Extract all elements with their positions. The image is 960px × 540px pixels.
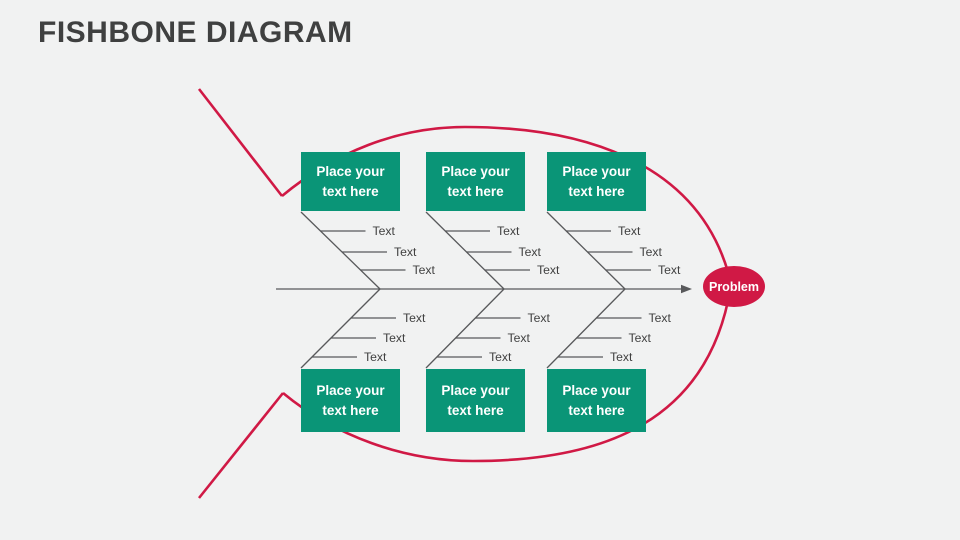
diagonal-top-2	[425, 211, 505, 290]
rib-label: Text	[649, 311, 672, 325]
rib-label: Text	[640, 245, 663, 259]
fish-tail-top-line	[197, 88, 284, 197]
problem-node: Problem	[703, 266, 765, 307]
rib-label: Text	[413, 263, 436, 277]
rib-label: Text	[519, 245, 542, 259]
fish-body-bottom-curve	[282, 300, 730, 463]
category-box-label: Place your text here	[562, 163, 631, 199]
ribs-bottom-2: Text Text Text	[437, 311, 550, 364]
rib-label: Text	[610, 350, 633, 364]
diagonal-top-3	[546, 211, 626, 290]
category-box-label: Place your text here	[562, 382, 631, 418]
diagonal-bottom-1	[300, 288, 381, 369]
category-box-bottom-3: Place your text here	[547, 369, 646, 432]
rib-label: Text	[383, 331, 406, 345]
page-title: FISHBONE DIAGRAM	[38, 16, 353, 49]
rib-label: Text	[658, 263, 681, 277]
category-box-label: Place your text here	[316, 163, 385, 199]
category-box-top-2: Place your text here	[426, 152, 525, 211]
category-box-bottom-2: Place your text here	[426, 369, 525, 432]
category-box-bottom-1: Place your text here	[301, 369, 400, 432]
rib-label: Text	[497, 224, 520, 238]
rib-label: Text	[373, 224, 396, 238]
ribs-top-1: Text Text Text	[320, 224, 436, 277]
rib-label: Text	[537, 263, 560, 277]
category-box-label: Place your text here	[441, 382, 510, 418]
rib-label: Text	[394, 245, 417, 259]
ribs-top-3: Text Text Text	[566, 224, 681, 277]
ribs-bottom-3: Text Text Text	[558, 311, 671, 364]
category-box-label: Place your text here	[316, 382, 385, 418]
spine-arrowhead-icon	[681, 284, 692, 294]
rib-label: Text	[528, 311, 551, 325]
category-box-top-1: Place your text here	[301, 152, 400, 211]
rib-label: Text	[618, 224, 641, 238]
category-diagonals	[300, 211, 626, 369]
rib-label: Text	[489, 350, 512, 364]
problem-ellipse	[703, 266, 765, 307]
diagonal-bottom-3	[546, 288, 626, 369]
fish-tail-bottom-line	[197, 392, 285, 499]
rib-label: Text	[364, 350, 387, 364]
problem-label: Problem	[709, 280, 759, 294]
category-box-top-3: Place your text here	[547, 152, 646, 211]
ribs-top-2: Text Text Text	[445, 224, 560, 277]
rib-label: Text	[629, 331, 652, 345]
fish-outline	[197, 88, 730, 499]
ribs-bottom-1: Text Text Text	[312, 311, 426, 364]
diagonal-top-1	[300, 211, 381, 290]
spine	[276, 284, 692, 294]
category-box-label: Place your text here	[441, 163, 510, 199]
rib-label: Text	[403, 311, 426, 325]
diagonal-bottom-2	[425, 288, 505, 369]
rib-label: Text	[508, 331, 531, 345]
